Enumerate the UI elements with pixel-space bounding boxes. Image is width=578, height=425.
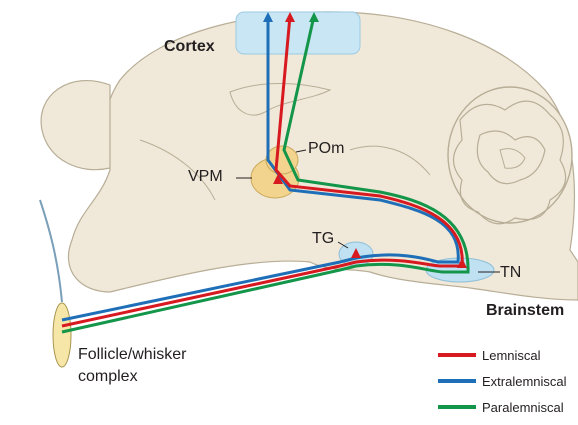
legend-item-lemniscal: Lemniscal <box>438 344 541 366</box>
vpm-label: VPM <box>188 168 223 186</box>
cortex-region <box>236 12 360 54</box>
legend-label: Paralemniscal <box>482 400 564 415</box>
follicle-label-line2: complex <box>78 368 138 386</box>
legend-label: Extralemniscal <box>482 374 567 389</box>
olfactory-bulb <box>41 81 110 170</box>
whisker-hair <box>40 200 62 302</box>
tn-label: TN <box>500 264 521 282</box>
legend-swatch <box>438 353 476 357</box>
brainstem-label: Brainstem <box>486 302 564 320</box>
cerebellum <box>448 87 572 224</box>
legend-swatch <box>438 379 476 383</box>
tg-label: TG <box>312 230 334 248</box>
legend-label: Lemniscal <box>482 348 541 363</box>
follicle <box>53 303 71 367</box>
legend-item-paralemniscal: Paralemniscal <box>438 396 564 418</box>
follicle-label-line1: Follicle/whisker <box>78 346 186 364</box>
legend: Lemniscal Extralemniscal Paralemniscal <box>438 340 578 425</box>
legend-swatch <box>438 405 476 409</box>
legend-item-extralemniscal: Extralemniscal <box>438 370 567 392</box>
pom-label: POm <box>308 140 344 158</box>
cortex-label: Cortex <box>164 38 215 56</box>
